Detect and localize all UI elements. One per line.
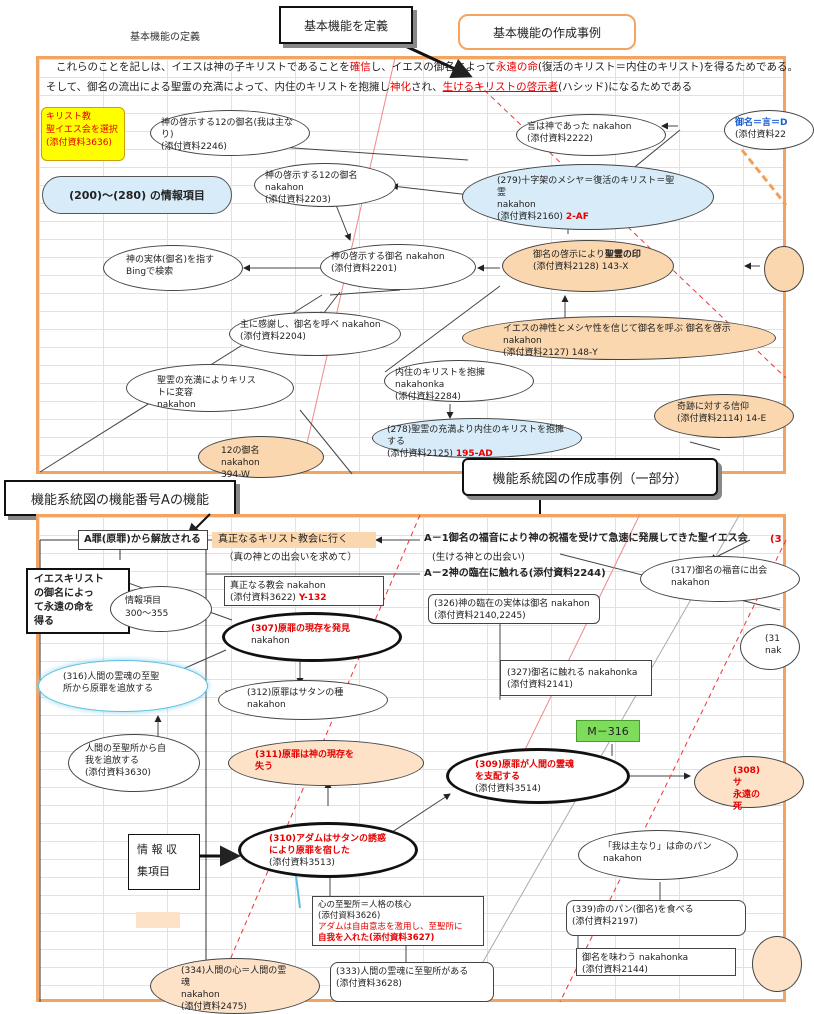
node-indwelling[interactable]: 内住のキリストを抱擁 nakahonka(添付資料2284) <box>384 360 534 402</box>
example-callout: 基本機能の作成事例 <box>458 14 636 50</box>
node-339[interactable]: (339)命のパン(御名)を食べる(添付資料2197) <box>566 900 746 936</box>
yellow-note: キリスト教聖イエス会を選択(添付資料3636) <box>41 107 125 161</box>
node-believe-divinity[interactable]: イエスの神性とメシヤ性を信じて御名を呼ぶ 御名を啓示 nakahon(添付資料2… <box>462 316 776 360</box>
node-seal-of-spirit[interactable]: 御名の啓示により聖霊の印(添付資料2128) 143-X <box>502 240 674 292</box>
m316-tag: M－316 <box>576 720 640 742</box>
node-god-reveals-name[interactable]: 神の啓示する御名 nakahon(添付資料2201) <box>320 244 476 290</box>
peach-swatch <box>136 912 180 928</box>
true-church-node[interactable]: 真正なる教会 nakahon(添付資料3622) Y-132 <box>224 576 384 606</box>
node-call-name[interactable]: 主に感謝し、御名を呼べ nakahon(添付資料2204) <box>229 312 401 356</box>
define-callout: 基本機能を定義 <box>279 6 413 44</box>
heart-box[interactable]: 心の至聖所＝人格の核心(添付資料3626) アダムは自由意志を濫用し、至聖所に自… <box>312 896 484 946</box>
node-278[interactable]: (278)聖霊の充満より内住のキリストを抱擁する(添付資料2125) 195-A… <box>372 418 582 459</box>
node-word-is-god[interactable]: 言は神であった nakahon(添付資料2222) <box>516 114 666 156</box>
node-right-edge-bottom <box>752 936 802 992</box>
node-right-edge <box>764 246 804 292</box>
node-faith-miracles[interactable]: 奇跡に対する信仰(添付資料2114) 14-E <box>654 394 794 438</box>
function-a-box[interactable]: A罪(原罪)から解放される <box>78 530 208 550</box>
node-310[interactable]: (310)アダムはサタンの誘惑により原罪を宿した(添付資料3513) <box>238 822 418 878</box>
info-cloud-top: (200)〜(280) の情報項目 <box>42 176 232 214</box>
node-308[interactable]: (308)サ永遠の死 <box>694 756 804 812</box>
a2-label: A－2神の臨在に触れる(添付資料2244) <box>424 568 606 579</box>
node-expel-self[interactable]: 人間の至聖所から自我を追放する(添付資料3630) <box>68 734 200 792</box>
intro-line-1: これらのことを記しは、イエスは神の子キリストであることを確信し、イエスの御名によ… <box>56 61 798 73</box>
func-a-callout: 機能系統図の機能番号Aの機能 <box>4 480 236 516</box>
node-12-names-1[interactable]: 神の啓示する12の御名(我は主なり)(添付資料2246) <box>150 110 310 156</box>
node-327[interactable]: (327)御名に触れる nakahonka(添付資料2141) <box>500 660 652 696</box>
node-name-word[interactable]: 御名＝言＝D(添付資料22 <box>724 110 814 150</box>
system-callout: 機能系統図の作成事例（一部分） <box>462 458 718 496</box>
info-collect-box: 情 報 収集項目 <box>128 834 200 890</box>
small-title: 基本機能の定義 <box>130 32 200 43</box>
a3-tag: (3 <box>770 534 782 545</box>
intro-line-2: そして、御名の流出による聖霊の充満によって、内住のキリストを抱擁し神化され、生け… <box>46 81 693 93</box>
a1-label: A－1御名の福音により神の祝福を受けて急速に発展してきた聖イエス会 <box>424 533 748 544</box>
node-309[interactable]: (309)原罪が人間の霊魂を支配する(添付資料3514) <box>446 748 630 804</box>
node-326[interactable]: (326)神の臨在の実体は御名 nakahon(添付資料2140,2245) <box>428 594 600 624</box>
node-316[interactable]: (316)人間の霊魂の至聖所から原罪を追放する <box>38 660 208 712</box>
a1-sub: (生ける神との出会い) <box>432 552 525 563</box>
node-taste-name[interactable]: 御名を味わう nakahonka(添付資料2144) <box>576 948 736 976</box>
true-church-sub: （真の神との出会いを求めて） <box>224 552 357 563</box>
node-333[interactable]: (333)人間の霊魂に至聖所がある(添付資料3628) <box>330 962 494 1002</box>
true-church-box[interactable]: 真正なるキリスト教会に行く <box>212 532 376 548</box>
node-12-names-2[interactable]: 神の啓示する12の御名 nakahon(添付資料2203) <box>254 163 396 207</box>
node-311[interactable]: (311)原罪は神の現存を失う <box>228 740 424 786</box>
